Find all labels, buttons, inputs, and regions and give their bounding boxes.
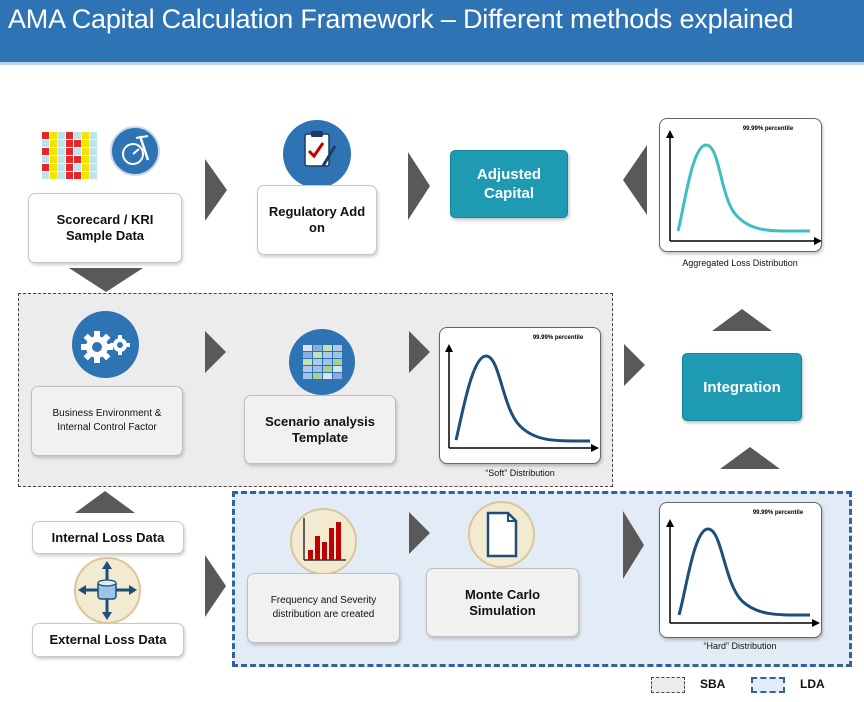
hard-percentile-label: 99.99% percentile <box>753 510 804 516</box>
arrow-lda-to-integration <box>720 447 780 469</box>
arrow-business-to-scenario <box>205 331 226 373</box>
arrow-loss-data-up <box>75 491 135 513</box>
adjusted-capital-box: Adjusted Capital <box>450 150 568 218</box>
scenario-table-icon <box>289 329 355 395</box>
arrow-scorecard-to-regulatory <box>205 159 227 221</box>
bar-chart-icon <box>290 508 357 575</box>
arrow-aggregated-to-adjusted <box>623 145 647 215</box>
hard-distribution-chart: 99.99% percentile <box>659 502 822 638</box>
integration-box: Integration <box>682 353 802 421</box>
hard-distribution-curve <box>677 527 811 617</box>
external-loss-card: External Loss Data <box>32 623 184 657</box>
business-environment-card: Business Environment & Internal Control … <box>31 386 183 456</box>
legend-sba-label: SBA <box>700 677 726 691</box>
monte-carlo-card: Monte Carlo Simulation <box>426 568 579 637</box>
aggregated-distribution-curve <box>676 143 811 233</box>
arrow-loss-data-to-lda <box>205 555 226 617</box>
arrow-montecarlo-to-hard <box>623 511 644 579</box>
regulatory-add-on-card: Regulatory Add on <box>257 185 377 255</box>
arrow-regulatory-to-adjusted <box>408 152 430 220</box>
arrow-soft-to-integration <box>624 344 645 386</box>
hard-distribution-caption: “Hard” Distribution <box>703 641 777 651</box>
internal-loss-card: Internal Loss Data <box>32 521 184 554</box>
scorecard-grid-icon <box>42 132 97 179</box>
legend-lda-swatch <box>751 677 785 693</box>
scorecard-kri-card: Scorecard / KRI Sample Data <box>28 193 182 263</box>
aggregated-percentile-label: 99.99% percentile <box>743 126 794 132</box>
soft-distribution-curve <box>454 354 591 443</box>
legend-lda-label: LDA <box>800 677 825 691</box>
soft-distribution-chart: 99.99% percentile <box>439 327 601 464</box>
legend-sba-swatch <box>651 677 685 693</box>
arrow-integration-to-aggregated <box>712 309 772 331</box>
page-title: AMA Capital Calculation Framework – Diff… <box>8 4 794 34</box>
arrow-frequency-to-montecarlo <box>409 512 430 554</box>
frequency-severity-card: Frequency and Severity distribution are … <box>247 573 400 643</box>
aggregated-loss-chart: 99.99% percentile <box>659 118 822 252</box>
scenario-template-card: Scenario analysis Template <box>244 395 396 464</box>
title-accent-line <box>0 62 864 65</box>
gears-icon <box>72 311 139 378</box>
title-bar: AMA Capital Calculation Framework – Diff… <box>0 0 864 65</box>
document-icon <box>468 501 535 568</box>
soft-percentile-label: 99.99% percentile <box>533 335 584 341</box>
clipboard-icon <box>283 120 351 188</box>
soft-distribution-caption: “Soft” Distribution <box>485 468 555 478</box>
aggregated-loss-caption: Aggregated Loss Distribution <box>682 258 798 268</box>
arrow-scorecard-down <box>69 268 143 292</box>
measurement-tools-icon <box>110 126 160 176</box>
database-network-icon <box>74 557 141 624</box>
arrow-scenario-to-soft <box>409 331 430 373</box>
